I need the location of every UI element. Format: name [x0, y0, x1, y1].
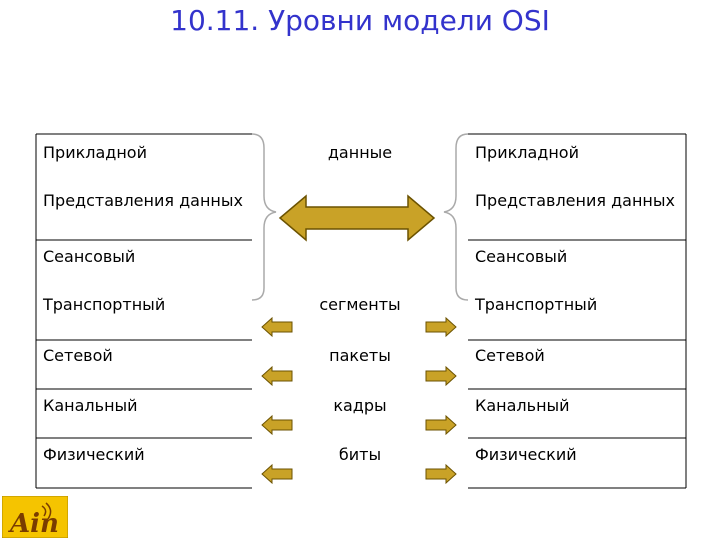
- left-arrow-transport: [261, 316, 293, 338]
- right-arrow-physical: [425, 463, 457, 485]
- data-double-arrow: [278, 194, 436, 242]
- left-layer-datalink: Канальный: [43, 396, 138, 415]
- right-layer-application: Прикладной: [475, 143, 579, 162]
- pdu-bits: биты: [338, 445, 382, 464]
- left-arrow-network: [261, 365, 293, 387]
- right-layer-presentation: Представления данных: [475, 191, 675, 210]
- left-layer-application: Прикладной: [43, 143, 147, 162]
- pdu-data: данные: [327, 143, 393, 162]
- right-arrow-datalink: [425, 414, 457, 436]
- left-layer-session: Сеансовый: [43, 247, 136, 266]
- right-small-arrows: [425, 316, 457, 485]
- right-arrow-transport: [425, 316, 457, 338]
- left-stack-lines: [35, 133, 252, 489]
- right-brace: [443, 133, 469, 301]
- right-layer-session: Сеансовый: [475, 247, 568, 266]
- pdu-frames: кадры: [333, 396, 387, 415]
- left-arrow-physical: [261, 463, 293, 485]
- pdu-segments: сегменты: [319, 295, 401, 314]
- right-layer-datalink: Канальный: [475, 396, 570, 415]
- right-stack-lines: [468, 133, 687, 489]
- left-layer-transport: Транспортный: [43, 295, 166, 314]
- left-layer-physical: Физический: [43, 445, 145, 464]
- left-arrow-datalink: [261, 414, 293, 436]
- left-brace: [251, 133, 277, 301]
- left-small-arrows: [261, 316, 293, 485]
- right-layer-physical: Физический: [475, 445, 577, 464]
- left-layer-presentation: Представления данных: [43, 191, 243, 210]
- logo-text: Ain: [7, 509, 59, 538]
- slide-title: 10.11. Уровни модели OSI: [170, 4, 550, 37]
- left-layer-network: Сетевой: [43, 346, 113, 365]
- right-layer-network: Сетевой: [475, 346, 545, 365]
- right-layer-transport: Транспортный: [475, 295, 598, 314]
- pdu-packets: пакеты: [329, 346, 391, 365]
- logo-icon: Ain: [2, 496, 68, 538]
- right-arrow-network: [425, 365, 457, 387]
